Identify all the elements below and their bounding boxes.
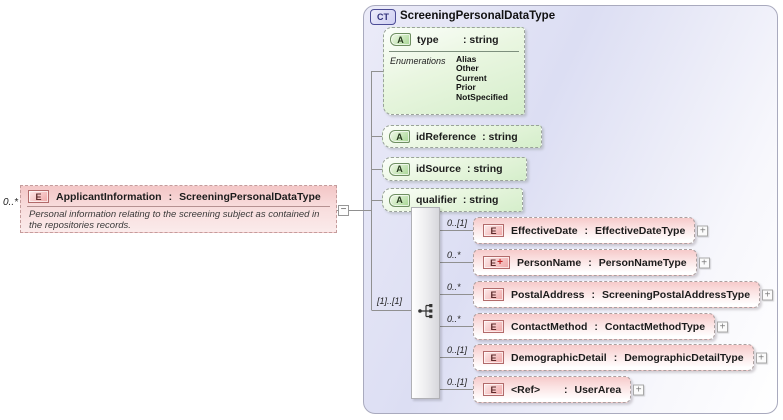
element-separator: : [584,224,589,237]
attribute-type: string [488,130,518,143]
has-children-plus-icon: + [497,257,503,268]
element-type: PersonNameType [598,256,687,269]
enumeration-values: Alias Other Current Prior NotSpecified [456,54,508,102]
attribute-idreference-box[interactable]: A idReference : string [382,125,542,148]
element-separator: : [594,320,598,333]
attribute-type: string [469,194,499,206]
element-name: DemographicDetail [511,351,607,364]
element-demographicdetail[interactable]: E DemographicDetail : DemographicDetailT… [473,344,767,371]
attribute-badge-icon: A [389,130,410,143]
enum-value: Alias [456,54,477,64]
root-element-separator: : [168,190,173,203]
attribute-name: idSource [416,163,461,175]
attribute-separator: : [463,33,467,46]
element-effectivedate[interactable]: E EffectiveDate : EffectiveDateType + [473,217,709,244]
element-contactmethod[interactable]: E ContactMethod : ContactMethodType + [473,313,729,340]
element-separator: : [613,351,618,364]
enum-value: NotSpecified [456,91,508,102]
attribute-type: string [469,33,499,46]
element-separator: : [564,383,568,396]
root-cardinality: 0..* [3,197,19,208]
element-cardinality: 0..* [447,250,461,260]
element-type: ContactMethodType [604,320,706,333]
attribute-separator: : [482,130,486,143]
expand-icon[interactable]: + [762,289,774,300]
element-badge-icon: E [483,351,504,364]
divider [27,206,330,207]
attribute-type: string [473,163,503,175]
element-personname[interactable]: E+ PersonName : PersonNameType + [473,249,710,276]
element-type: EffectiveDateType [595,224,686,237]
element-type: ScreeningPostalAddressType [602,288,751,301]
attribute-type-box[interactable]: A type : string Enumerations Alias Other… [383,27,525,115]
element-type: DemographicDetailType [624,351,744,364]
element-badge-icon: E [483,224,504,237]
attribute-name: qualifier [416,194,457,206]
element-cardinality: 0..[1] [447,218,468,228]
element-separator: : [591,288,596,301]
element-badge-icon: E+ [483,256,510,269]
sequence-bar[interactable] [411,207,440,399]
sequence-icon [418,304,433,319]
attribute-qualifier-box[interactable]: A qualifier : string [382,188,523,212]
attribute-idsource-box[interactable]: A idSource : string [382,157,527,181]
attribute-separator: : [466,163,471,175]
attribute-badge-icon: A [389,162,410,176]
root-element-type: ScreeningPersonalDataType [179,190,321,203]
root-element-name: ApplicantInformation [56,190,162,203]
enumerations-label: Enumerations [390,56,446,66]
expand-icon[interactable]: + [755,352,767,363]
element-badge-icon: E [483,383,504,396]
expand-icon[interactable]: + [717,321,729,332]
expand-icon[interactable]: + [697,225,709,236]
element-badge-icon: E [483,320,504,333]
attribute-name: idReference [416,130,477,143]
element-cardinality: 0..* [447,282,461,292]
complex-type-badge-icon: CT [370,9,396,25]
element-badge-icon: E [483,288,504,301]
element-name: <Ref> [511,383,541,396]
expand-icon[interactable]: + [698,257,710,268]
element-postaladdress[interactable]: E PostalAddress : ScreeningPostalAddress… [473,281,774,308]
element-name: PostalAddress [511,288,585,301]
element-ref-userarea[interactable]: E <Ref> : UserArea + [473,376,645,403]
divider [389,51,519,52]
enum-value: Other [456,63,479,74]
element-name: PersonName [517,256,582,269]
attribute-name: type [417,33,439,46]
element-cardinality: 0..[1] [447,377,468,387]
attribute-badge-icon: A [390,33,411,46]
expand-icon[interactable]: + [633,384,645,395]
element-separator: : [588,256,592,269]
element-name: EffectiveDate [511,224,578,237]
element-badge-icon: E [28,190,49,203]
attribute-badge-icon: A [389,193,410,207]
attribute-separator: : [462,194,467,206]
element-name: ContactMethod [511,320,588,333]
element-type: UserArea [574,383,622,396]
root-element-box[interactable]: E ApplicantInformation : ScreeningPerson… [20,185,337,233]
sequence-cardinality: [1]..[1] [377,296,403,306]
complex-type-title: ScreeningPersonalDataType [400,10,556,22]
element-cardinality: 0..[1] [447,345,468,355]
root-element-annotation: Personal information relating to the scr… [29,209,320,231]
collapse-button[interactable]: − [338,205,349,216]
element-cardinality: 0..* [447,314,461,324]
